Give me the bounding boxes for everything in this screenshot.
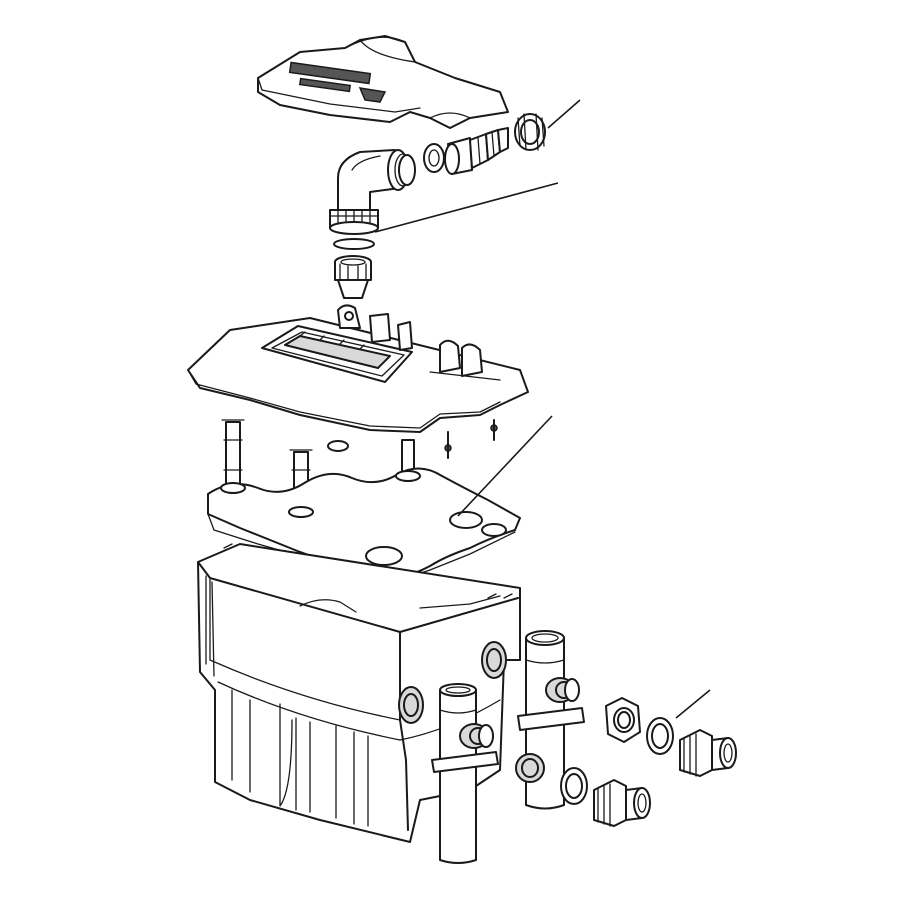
filter-tray <box>187 304 529 459</box>
pipe-fittings <box>560 697 737 827</box>
washer-lower <box>560 767 588 805</box>
washer-upper <box>646 717 674 755</box>
threaded-connector-upper <box>679 729 737 777</box>
hose-tail-fitting <box>423 113 546 175</box>
leader-line-3 <box>457 415 553 517</box>
hex-nut-upper <box>605 697 641 743</box>
threaded-connector-lower <box>593 779 651 827</box>
filter-sponge <box>207 419 521 591</box>
outlet-pipe-left <box>431 683 499 864</box>
leader-line-1 <box>547 99 581 129</box>
outlet-pipe-right <box>515 630 585 810</box>
filter-lid <box>257 35 509 129</box>
inlet-connector <box>334 255 372 299</box>
leader-line-4 <box>675 689 711 719</box>
leader-lines <box>374 99 711 719</box>
elbow-outlet <box>329 149 416 250</box>
leader-line-2 <box>374 182 559 233</box>
